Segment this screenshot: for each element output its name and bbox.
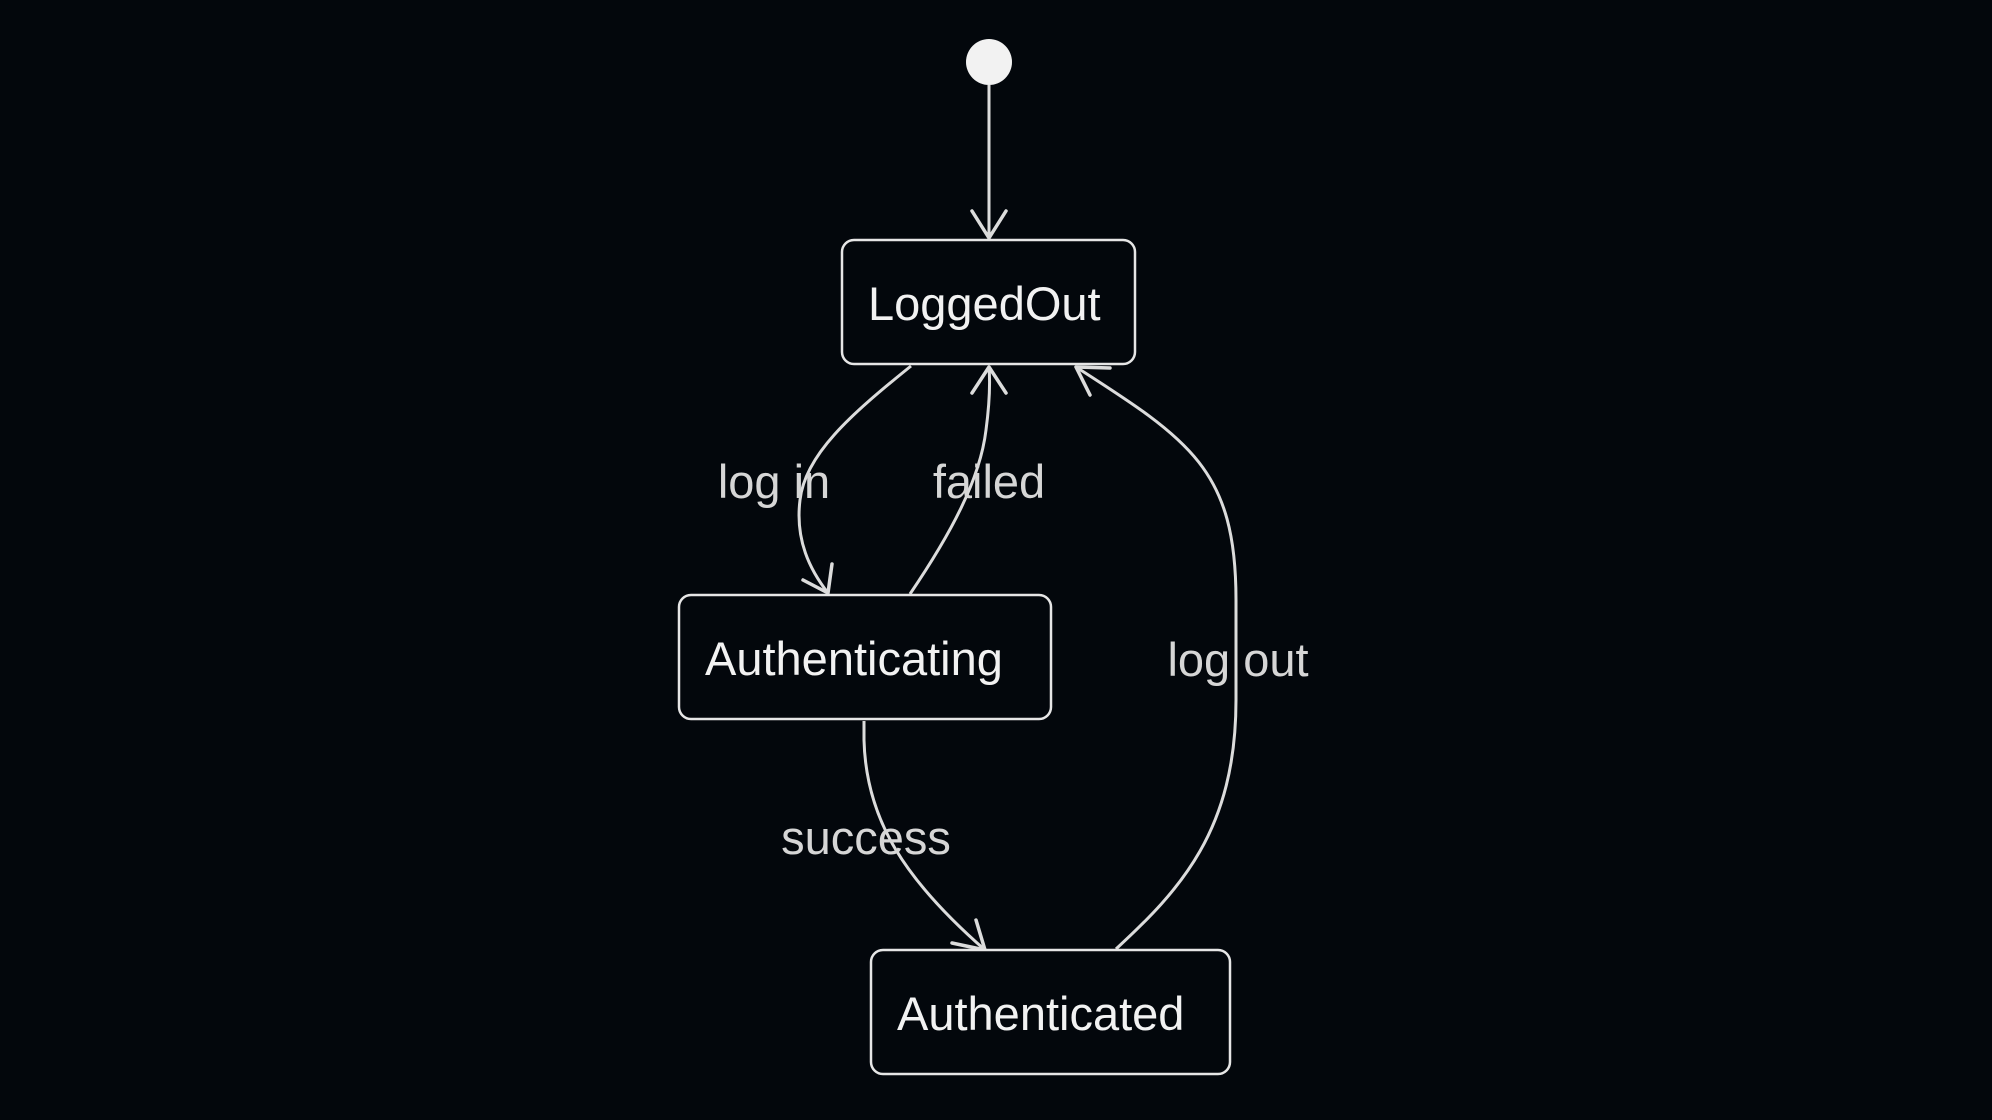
edge-label-log-in: log in <box>718 455 830 508</box>
state-authenticated-label: Authenticated <box>897 987 1184 1040</box>
edge-log-out <box>1074 365 1238 951</box>
arrowhead-icon <box>801 562 834 595</box>
start-node <box>966 39 1012 85</box>
state-loggedout-label: LoggedOut <box>868 277 1101 330</box>
edge-label-failed: failed <box>933 455 1045 508</box>
arrowhead-icon <box>970 365 1008 395</box>
arrowhead-icon <box>1074 365 1112 397</box>
edge-failed <box>908 365 1008 595</box>
state-loggedout[interactable]: LoggedOut <box>840 238 1137 366</box>
state-authenticating[interactable]: Authenticating <box>677 593 1053 721</box>
state-authenticating-label: Authenticating <box>705 632 1003 685</box>
edge-label-success: success <box>781 811 951 864</box>
arrowhead-icon <box>970 209 1008 240</box>
state-authenticated[interactable]: Authenticated <box>869 948 1232 1076</box>
edge-log-in <box>797 364 912 595</box>
edge-label-log-out: log out <box>1167 633 1308 686</box>
edge-start-to-loggedout <box>970 85 1008 240</box>
